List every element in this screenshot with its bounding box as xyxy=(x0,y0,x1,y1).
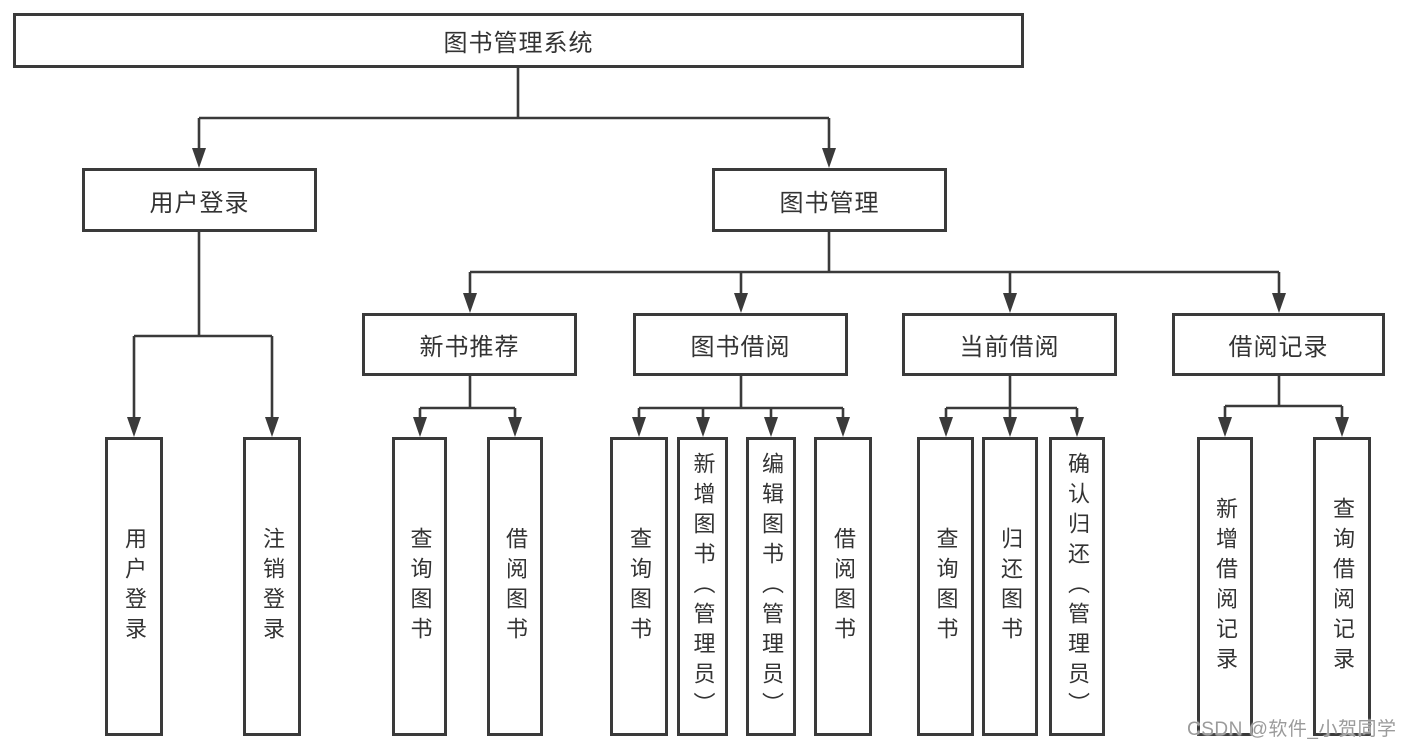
leaf-query-books-borrow: 查询图书 xyxy=(610,437,668,736)
node-label: 图书管理 xyxy=(779,189,880,217)
node-label: 图书管理系统 xyxy=(443,30,594,57)
node-label: 图书借阅 xyxy=(690,334,791,361)
leaf-add-borrow-record: 新增借阅记录 xyxy=(1197,437,1253,736)
node-label: 注销登录 xyxy=(260,526,285,647)
node-current-borrow: 当前借阅 xyxy=(902,313,1117,376)
leaf-borrow-books: 借阅图书 xyxy=(814,437,872,736)
node-label: 用户登录 xyxy=(149,189,250,217)
leaf-add-books-admin: 新增图书（管理员） xyxy=(677,437,728,736)
node-label: 归还图书 xyxy=(998,526,1023,647)
node-label: 查询图书 xyxy=(627,526,652,647)
node-label: 查询图书 xyxy=(933,526,959,647)
node-library-system: 图书管理系统 xyxy=(13,13,1024,68)
node-book-borrow: 图书借阅 xyxy=(633,313,848,376)
node-label: 新书推荐 xyxy=(419,334,520,361)
node-label: 当前借阅 xyxy=(959,334,1060,361)
node-new-book-recommend: 新书推荐 xyxy=(362,313,577,376)
node-label: 新增借阅记录 xyxy=(1213,496,1238,677)
leaf-borrow-books-recommend: 借阅图书 xyxy=(487,437,543,736)
leaf-edit-books-admin: 编辑图书（管理员） xyxy=(746,437,796,736)
leaf-query-borrow-record: 查询借阅记录 xyxy=(1313,437,1371,736)
node-label: 查询图书 xyxy=(407,526,433,647)
node-label: 查询借阅记录 xyxy=(1330,496,1355,677)
leaf-user-login: 用户登录 xyxy=(105,437,163,736)
node-label: 借阅图书 xyxy=(831,526,856,647)
leaf-query-books-recommend: 查询图书 xyxy=(392,437,447,736)
node-borrow-records: 借阅记录 xyxy=(1172,313,1385,376)
leaf-return-books: 归还图书 xyxy=(982,437,1038,736)
node-label: 新增图书（管理员） xyxy=(690,451,716,722)
node-label: 借阅图书 xyxy=(503,526,528,647)
node-label: 借阅记录 xyxy=(1228,334,1329,361)
node-label: 用户登录 xyxy=(122,526,147,647)
watermark: CSDN @软件_小贺同学 xyxy=(1187,719,1397,740)
leaf-query-books-current: 查询图书 xyxy=(917,437,974,736)
node-user-login: 用户登录 xyxy=(82,168,317,232)
node-label: 编辑图书（管理员） xyxy=(759,451,784,722)
node-book-management: 图书管理 xyxy=(712,168,947,232)
leaf-logout: 注销登录 xyxy=(243,437,301,736)
node-label: 确认归还（管理员） xyxy=(1065,451,1090,722)
leaf-confirm-return-admin: 确认归还（管理员） xyxy=(1049,437,1105,736)
